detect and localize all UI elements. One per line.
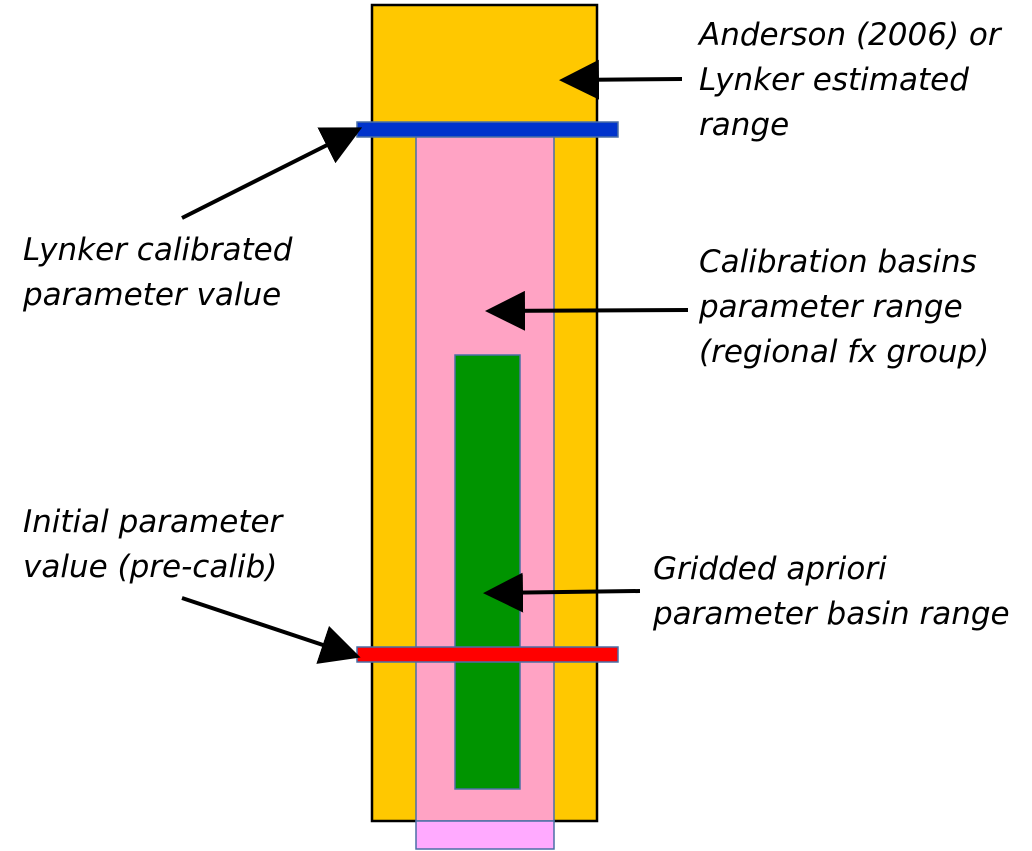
estimated-range-arrow: [559, 59, 683, 100]
calibrated-value-arrow: [181, 127, 363, 220]
label-line: value (pre-calib): [23, 549, 278, 585]
calibration-range-overflow-box: [415, 820, 555, 850]
initial-value-bar: [356, 646, 619, 663]
gridded-range-label: Gridded apriori parameter basin range: [653, 547, 1010, 637]
label-line: parameter value: [23, 277, 282, 313]
estimated-range-label: Anderson (2006) or Lynker estimated rang…: [699, 13, 1001, 148]
calibration-range-label: Calibration basins parameter range (regi…: [699, 240, 989, 375]
label-line: Calibration basins: [699, 244, 977, 280]
initial-value-arrow: [181, 596, 361, 664]
label-line: range: [699, 107, 790, 143]
calibrated-value-bar: [356, 121, 619, 138]
label-line: parameter basin range: [653, 596, 1010, 632]
calibration-range-arrow: [485, 290, 689, 331]
label-line: parameter range: [699, 289, 963, 325]
gridded-range-box: [454, 354, 521, 790]
label-line: Lynker estimated: [699, 62, 969, 98]
label-line: Gridded apriori: [653, 551, 887, 587]
label-line: Anderson (2006) or: [699, 17, 1001, 53]
label-line: Lynker calibrated: [23, 232, 293, 268]
label-line: Initial parameter: [23, 504, 283, 540]
label-line: (regional fx group): [699, 334, 990, 370]
initial-value-label: Initial parameter value (pre-calib): [23, 500, 282, 590]
gridded-range-arrow: [483, 572, 641, 613]
calibrated-value-label: Lynker calibrated parameter value: [23, 228, 292, 318]
